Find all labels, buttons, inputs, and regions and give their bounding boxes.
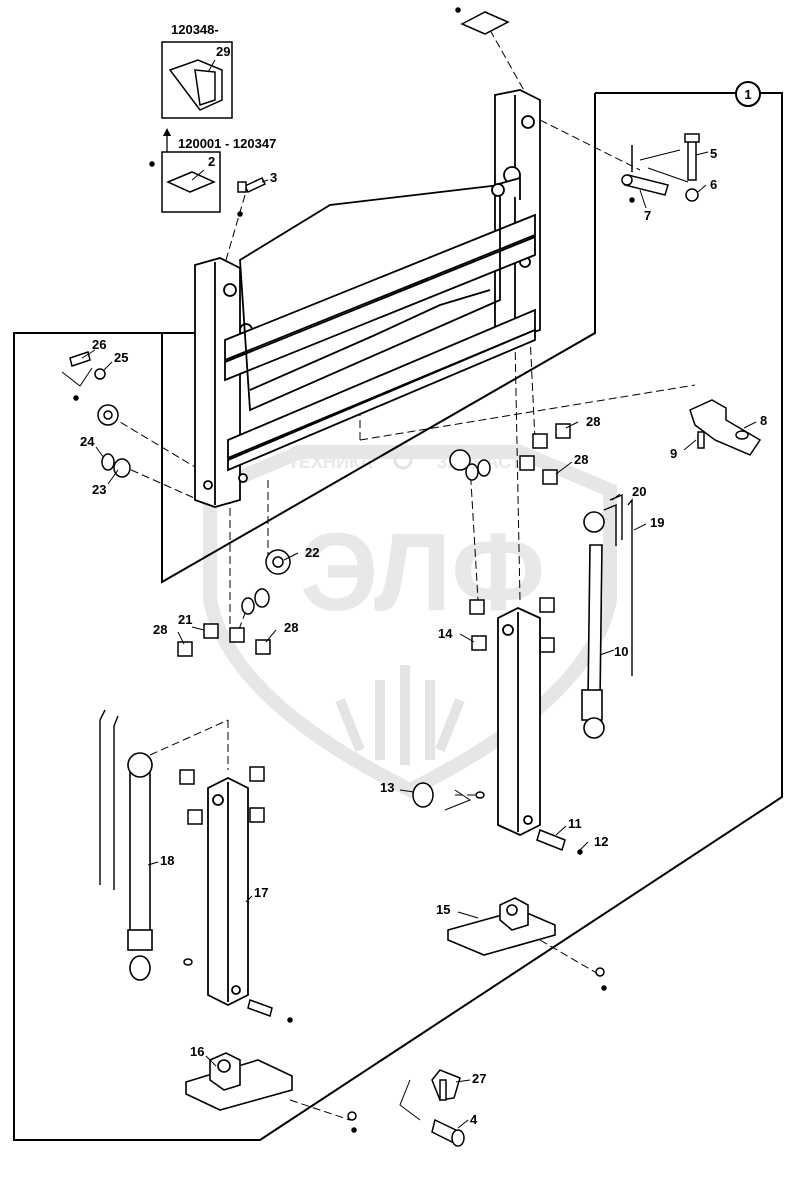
circled-reference-label: 1 [744,87,751,102]
base-plates [185,897,556,1111]
part-label-7: 7 [644,208,651,223]
part-label-9: 9 [670,446,677,461]
watermark: ТЕХНИКА ЗАПЧАСТИ ЭЛФ [203,445,617,798]
part-label-19: 19 [650,515,664,530]
part-labels: 120348- 120001 - 120347 29 2 3 5 6 7 8 9… [80,22,767,1127]
part-label-16: 16 [190,1044,204,1059]
circled-reference: 1 [735,81,761,107]
part-label-3: 3 [270,170,277,185]
part-label-26: 26 [92,337,106,352]
watermark-text-left: ТЕХНИКА [288,452,373,472]
part-label-12: 12 [594,834,608,849]
part-label-27: 27 [472,1071,486,1086]
part-label-13: 13 [380,780,394,795]
part-label-18: 18 [160,853,174,868]
leader-lines [61,59,757,1129]
part-label-4: 4 [470,1112,478,1127]
part-label-10: 10 [614,644,628,659]
part-label-20: 20 [632,484,646,499]
part-label-28-b: 28 [574,452,588,467]
arrow-head [163,128,171,136]
part-label-28-d: 28 [284,620,298,635]
part-label-28-a: 28 [586,414,600,429]
assembly-lines [99,29,696,1121]
part-label-29: 29 [216,44,230,59]
mast-frame [194,89,541,508]
serial-range-bottom: 120001 - 120347 [178,136,276,151]
part-label-22: 22 [305,545,319,560]
part-label-23: 23 [92,482,106,497]
part-label-28-c: 28 [153,622,167,637]
watermark-logo: ЭЛФ [300,511,545,634]
part-label-14: 14 [438,626,453,641]
part-label-25: 25 [114,350,128,365]
columns [207,607,541,1007]
part-label-11: 11 [568,816,582,831]
part-label-8: 8 [760,413,767,428]
part-label-2: 2 [208,154,215,169]
part-label-15: 15 [436,902,450,917]
hydraulic-hoses [99,493,633,890]
small-parts [69,7,762,1147]
hydraulic-cylinders [127,511,605,981]
part-label-6: 6 [710,177,717,192]
part-label-21: 21 [178,612,192,627]
part-label-17: 17 [254,885,268,900]
serial-range-top: 120348- [171,22,219,37]
part-label-24: 24 [80,434,95,449]
part-label-5: 5 [710,146,717,161]
callout-outlines [13,41,783,1141]
